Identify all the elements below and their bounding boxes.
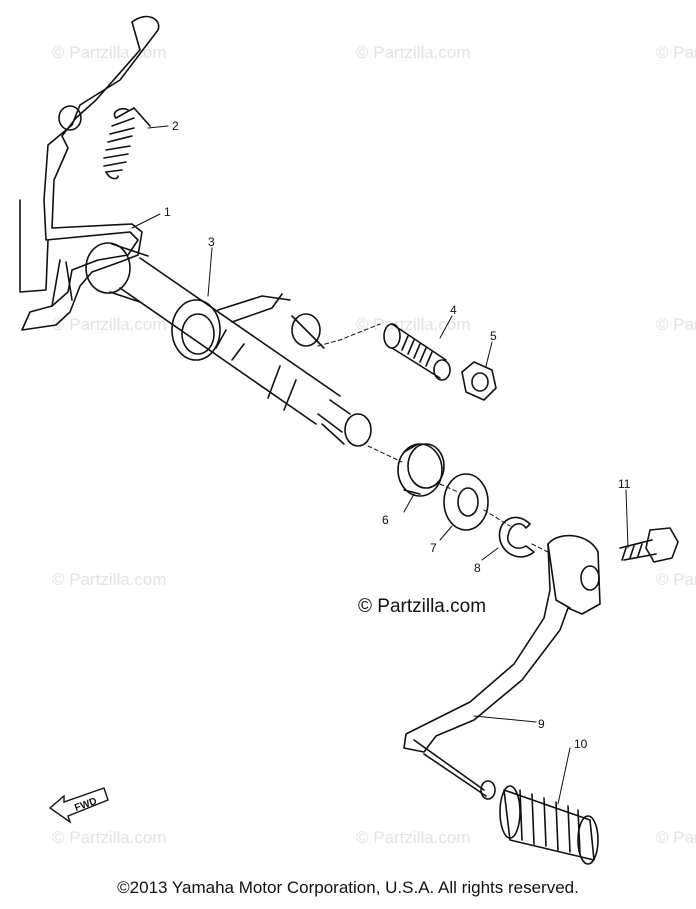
watermark: © Partzilla.com <box>52 43 167 62</box>
washer-part <box>443 473 489 531</box>
watermark: © Partzilla.com <box>52 570 167 589</box>
callout-1: 2 <box>172 119 179 133</box>
callout-9: 9 <box>538 717 545 731</box>
callout-11: 11 <box>618 477 631 491</box>
pedal-rubber-part <box>499 785 599 865</box>
watermark: © Partzilla.com <box>52 315 167 334</box>
nut-part <box>461 361 497 401</box>
watermark: © Partzilla.com <box>356 315 471 334</box>
watermark: © Partzilla.com <box>656 43 696 62</box>
watermark: © Partzilla.com <box>656 570 696 589</box>
callout-7: 7 <box>430 541 437 555</box>
leader-lines <box>131 125 629 805</box>
watermark: © Partzilla.com <box>356 828 471 847</box>
watermark: © Partzilla.com <box>356 43 471 62</box>
watermark: © Partzilla.com <box>656 315 696 334</box>
collar-part <box>397 443 445 497</box>
circlip-part <box>498 516 535 558</box>
fwd-label: FWD <box>73 796 98 814</box>
callout-8: 8 <box>474 561 481 575</box>
spring-part <box>103 107 151 180</box>
callout-layer: 2 1 3 4 5 6 7 8 9 10 11 <box>164 119 631 751</box>
callout-3: 3 <box>208 235 215 249</box>
stud-part <box>383 323 451 381</box>
assembly-line <box>317 323 549 553</box>
shift-arm-part <box>19 15 160 331</box>
watermark-layer: © Partzilla.com © Partzilla.com © Partzi… <box>52 43 696 847</box>
callout-5: 5 <box>490 329 497 343</box>
fwd-arrow-icon: FWD <box>48 787 109 824</box>
callout-10: 10 <box>574 737 588 751</box>
callout-6: 6 <box>382 513 389 527</box>
copyright-notice: ©2013 Yamaha Motor Corporation, U.S.A. A… <box>117 878 579 897</box>
callout-2: 1 <box>164 205 171 219</box>
center-watermark: © Partzilla.com <box>358 596 486 617</box>
shift-pedal-part <box>403 534 601 800</box>
pinch-bolt-part <box>619 527 679 563</box>
watermark: © Partzilla.com <box>656 828 696 847</box>
callout-4: 4 <box>450 303 457 317</box>
shift-shaft-part <box>85 242 372 447</box>
watermark: © Partzilla.com <box>52 828 167 847</box>
